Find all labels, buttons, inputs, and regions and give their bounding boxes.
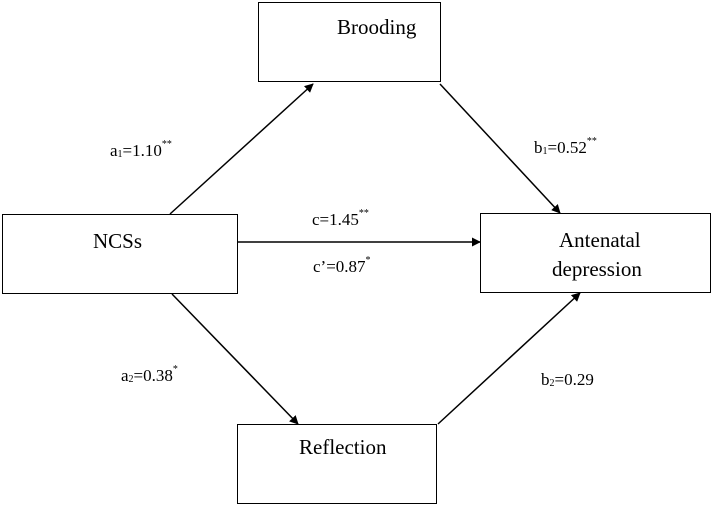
path-b2-sub: 2 [549,378,555,389]
path-a1-label: a1=1.10** [110,139,172,161]
path-b2-value: =0.29 [554,370,594,389]
path-b1-label: b1=0.52** [534,136,597,158]
path-c-prime-label: c’=0.87* [313,255,371,277]
path-b2-letter: b [541,370,550,389]
arrow-ncss-to-brooding [169,83,314,215]
depression-label-line1: Antenatal [559,228,641,252]
path-a2-value: =0.38 [133,366,173,385]
path-c-label: c=1.45** [312,208,369,230]
path-c-prime-sig: * [365,255,371,267]
ncss-label: NCSs [93,229,143,253]
arrow-brooding-to-depression [439,83,561,214]
arrow-ncss-to-reflection [171,293,299,425]
path-a1-letter: a [110,141,118,160]
path-a1-value: =1.10 [122,141,162,160]
ncss-box [2,214,238,294]
path-a2-sub: 2 [128,374,134,385]
depression-label-line2: depression [552,257,642,281]
reflection-label: Reflection [299,435,387,459]
path-a2-label: a2=0.38* [121,364,178,386]
path-a1-sub: 1 [117,149,123,160]
path-b1-sig: ** [586,136,597,148]
path-a2-sig: * [172,364,178,376]
path-c-prime-text: c’=0.87 [313,257,366,276]
path-a2-letter: a [121,366,129,385]
path-c-sig: ** [358,208,369,220]
path-c-text: c=1.45 [312,210,359,229]
brooding-label: Brooding [337,15,417,39]
brooding-box [258,2,441,82]
path-b1-letter: b [534,138,543,157]
arrow-reflection-to-depression [437,292,581,425]
path-a1-sig: ** [161,139,172,151]
path-b1-value: =0.52 [547,138,587,157]
path-b1-sub: 1 [542,146,548,157]
path-b2-label: b2=0.29 [541,370,594,390]
depression-box [480,213,711,293]
reflection-box [237,424,437,504]
